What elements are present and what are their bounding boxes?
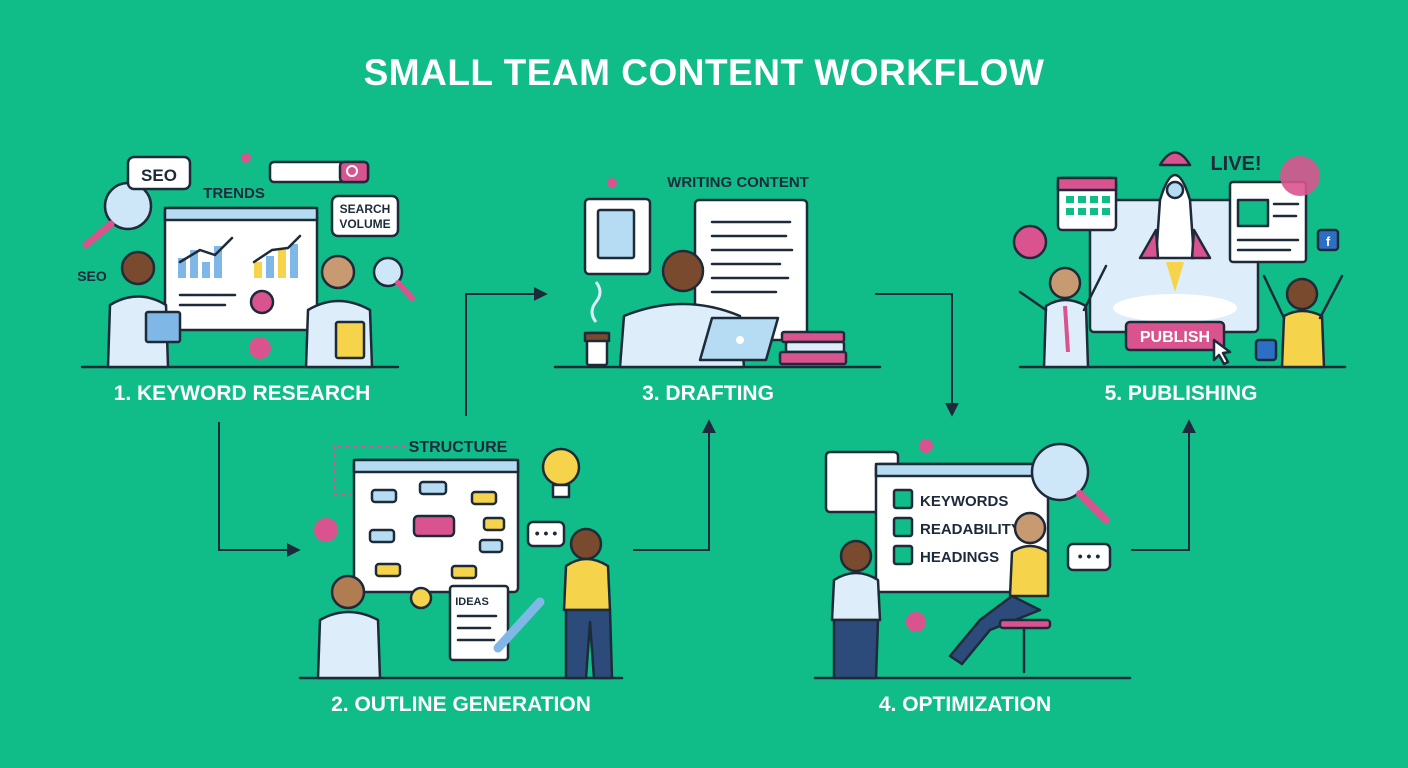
svg-text:HEADINGS: HEADINGS	[920, 549, 999, 566]
step-1-label: 1. KEYWORD RESEARCH	[113, 382, 371, 405]
live-tag: LIVE!	[1210, 153, 1261, 175]
connector-2-3	[465, 287, 548, 416]
facebook-icon	[1316, 228, 1340, 252]
step-5-illustration: LIVE! PUBLISH f	[1012, 151, 1347, 369]
publish-button-graphic	[1124, 320, 1226, 352]
step-1-illustration: SEO TRENDS SEARCH VOLUME SEO	[77, 153, 415, 369]
twitter-icon	[1254, 338, 1278, 362]
step-3-illustration: WRITING CONTENT	[553, 174, 882, 369]
step-4-label: 4. OPTIMIZATION	[878, 693, 1052, 716]
cursor-icon	[1212, 338, 1232, 366]
check-headings: HEADINGS	[892, 544, 999, 566]
svg-text:• • •: • • •	[1078, 548, 1101, 564]
step-5-label: 5. PUBLISHING	[1104, 382, 1258, 405]
connector-2-3b	[633, 419, 716, 551]
step-2-illustration: STRUCTURE IDEAS • • •	[298, 439, 624, 680]
svg-text:• • •: • • •	[535, 525, 558, 541]
publish-tag: PUBLISH	[1140, 329, 1210, 346]
step-4-illustration: KEYWORDS READABILITY HEADINGS • • •	[813, 439, 1132, 680]
svg-text:KEYWORDS: KEYWORDS	[920, 493, 1008, 510]
seo-tag-2: SEO	[77, 268, 107, 284]
connector-4-5	[1131, 419, 1196, 551]
check-readability: READABILITY	[892, 516, 1021, 538]
connector-1-2	[218, 422, 301, 557]
search-tag: SEARCH	[340, 202, 391, 216]
step-2-label: 2. OUTLINE GENERATION	[331, 693, 591, 716]
rocket-icon	[1138, 151, 1212, 292]
books-icon	[778, 330, 848, 366]
svg-text:READABILITY: READABILITY	[920, 521, 1021, 538]
step-3-label: 3. DRAFTING	[642, 382, 774, 405]
structure-tag: STRUCTURE	[409, 439, 508, 456]
page-title: SMALL TEAM CONTENT WORKFLOW	[363, 52, 1045, 93]
svg-text:f: f	[1326, 234, 1331, 249]
trends-tag: TRENDS	[203, 185, 265, 202]
check-keywords: KEYWORDS	[892, 488, 1008, 510]
volume-tag: VOLUME	[339, 217, 390, 231]
seo-tag: SEO	[141, 166, 177, 185]
connector-3-4	[875, 293, 959, 417]
ideas-document-icon	[448, 584, 510, 662]
magnifier-icon	[1030, 442, 1090, 502]
lightbulb-icon	[541, 447, 581, 487]
ideas-tag: IDEAS	[455, 596, 489, 608]
writing-content-tag: WRITING CONTENT	[667, 174, 809, 191]
